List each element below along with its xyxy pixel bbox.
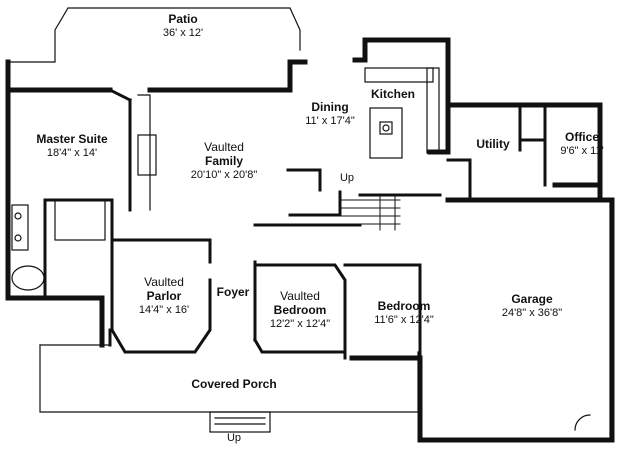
vaulted-bedroom-dims: 12'2" x 12'4" xyxy=(269,318,331,330)
patio-name: Patio xyxy=(168,12,198,26)
family-name: Family xyxy=(204,154,244,168)
garage-label: Garage 24'8" x 36'8" xyxy=(502,292,562,320)
bedroom-dims: 11'6" x 12'4" xyxy=(374,314,434,326)
porch-outline xyxy=(39,344,419,433)
garage-door xyxy=(574,199,611,441)
porch-name: Covered Porch xyxy=(191,377,277,391)
garage-dims: 24'8" x 36'8" xyxy=(501,307,563,319)
kitchen-label: Kitchen xyxy=(371,87,415,101)
vaulted-bedroom-label: Vaulted Bedroom 12'2" x 12'4" xyxy=(270,289,330,331)
stairs-up-label: Up xyxy=(339,172,355,184)
family-label: Vaulted Family 20'10" x 20'8" xyxy=(191,140,257,182)
vaulted-bedroom-name: Bedroom xyxy=(273,303,327,317)
family-dims: 20'10" x 20'8" xyxy=(190,169,258,181)
foyer-name: Foyer xyxy=(216,285,250,299)
parlor-walls xyxy=(110,238,212,354)
office-name: Office xyxy=(564,130,599,144)
parlor-name: Parlor xyxy=(146,289,182,303)
patio-dims: 36' x 12' xyxy=(162,27,204,39)
bedroom-label: Bedroom 11'6" x 12'4" xyxy=(374,299,434,327)
bedroom-name: Bedroom xyxy=(377,299,431,313)
kitchen-counters xyxy=(364,67,440,159)
porch-stairs-up-label: Up xyxy=(226,432,242,444)
office-label: Office 9'6" x 11' xyxy=(560,130,603,158)
vaulted-bedroom-prefix: Vaulted xyxy=(280,289,320,303)
utility-name: Utility xyxy=(476,137,510,151)
dining-label: Dining 11' x 17'4" xyxy=(305,100,355,128)
master-bath-fixtures xyxy=(11,199,106,291)
office-dims: 9'6" x 11' xyxy=(560,145,604,157)
dining-name: Dining xyxy=(311,100,349,114)
patio-outline xyxy=(7,7,301,63)
exterior-walls xyxy=(5,37,615,443)
kitchen-name: Kitchen xyxy=(370,87,416,101)
master-suite-label: Master Suite 18'4" x 14' xyxy=(36,132,107,160)
utility-label: Utility xyxy=(476,137,509,151)
parlor-dims: 14'4" x 16' xyxy=(138,304,190,316)
parlor-prefix: Vaulted xyxy=(144,275,184,289)
parlor-label: Vaulted Parlor 14'4" x 16' xyxy=(139,275,189,317)
porch-label: Covered Porch xyxy=(191,377,276,391)
family-prefix: Vaulted xyxy=(204,140,244,154)
garage-name: Garage xyxy=(511,292,553,306)
dining-dims: 11' x 17'4" xyxy=(305,115,355,127)
foyer-label: Foyer xyxy=(217,285,250,299)
patio-label: Patio 36' x 12' xyxy=(163,12,203,40)
stair-treads xyxy=(339,194,401,231)
master-suite-name: Master Suite xyxy=(36,132,108,146)
master-suite-dims: 18'4" x 14' xyxy=(46,147,98,159)
fireplace xyxy=(137,94,157,211)
